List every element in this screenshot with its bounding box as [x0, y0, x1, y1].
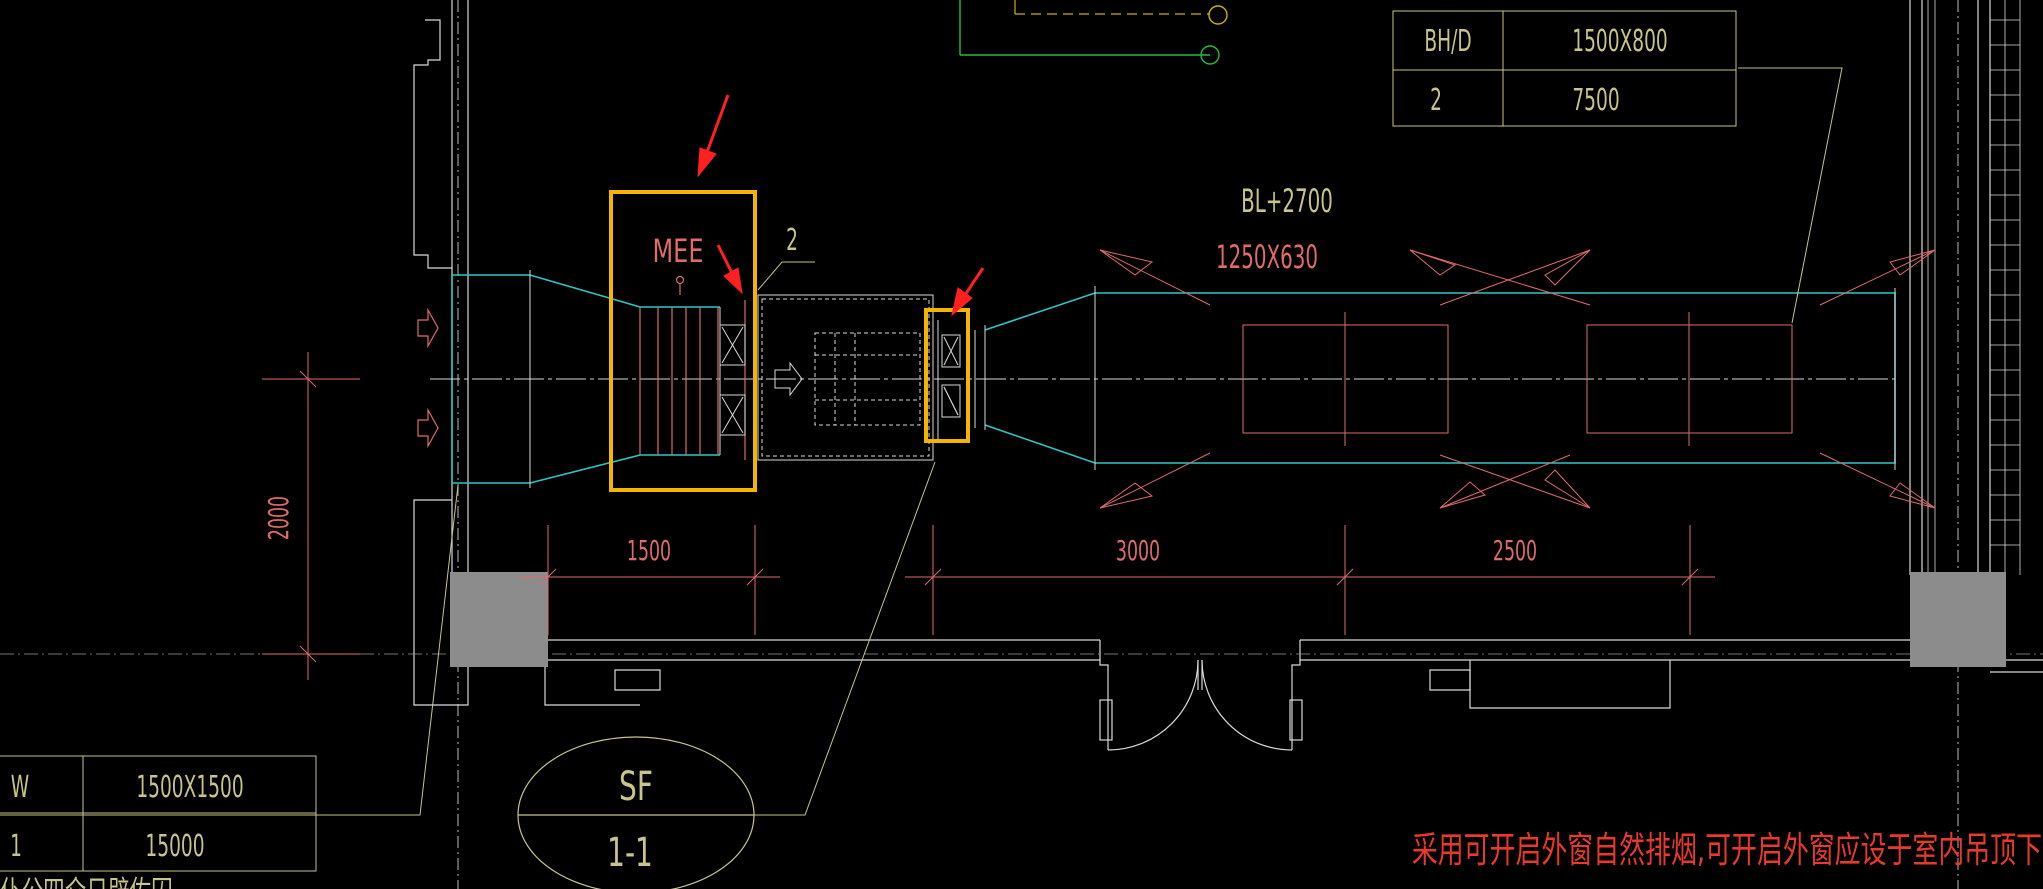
section-top: SF	[619, 764, 653, 810]
red-annotation-arrows	[697, 94, 985, 317]
bottom-left-cn: 仆公四仑日辟佐囚	[0, 876, 173, 889]
section-bottom: 1-1	[607, 830, 653, 876]
duct-table-row-1: 7500	[1572, 82, 1619, 117]
plenum-box	[757, 294, 934, 461]
green-leader	[959, 0, 1228, 65]
column-right	[1910, 572, 2006, 667]
window-size-table	[0, 755, 317, 872]
dim-1500: 1500	[627, 535, 671, 567]
leader-lines	[0, 67, 1843, 816]
duct-table-row-0: 2	[1430, 82, 1442, 117]
dim-vertical: 2000	[263, 496, 295, 540]
duct-table-header-0: BH/D	[1424, 23, 1471, 58]
dim-2500: 2500	[1493, 535, 1537, 567]
diffusers	[1099, 249, 1936, 509]
damper-right	[937, 320, 986, 440]
damper-left	[719, 307, 746, 455]
elevation-label: BL+2700	[1241, 183, 1333, 220]
section-marker	[517, 736, 755, 889]
drawing-text: BH/D 1500X800 2 7500 W 1500X1500 1 15000…	[0, 23, 2042, 889]
highlight-box-mee	[609, 190, 757, 492]
window-table-header-1: 1500X1500	[136, 769, 243, 804]
note-cn: 采用可开启外窗自然排烟,可开启外窗应设于室内吊顶下	[1412, 830, 2042, 871]
window-grid	[1927, 0, 2021, 575]
window-table-row-0: 1	[10, 828, 22, 863]
duct-size-table	[1392, 10, 1737, 127]
highlight-box-damper	[924, 308, 970, 443]
column-left	[450, 572, 548, 667]
equipment-tag: MEE	[652, 233, 703, 270]
window-table-row-1: 15000	[145, 828, 204, 863]
duct-size-label: 1250X630	[1216, 239, 1318, 276]
inlet-arrows	[417, 307, 439, 449]
duct-table-header-1: 1500X800	[1572, 23, 1668, 58]
dimension-lines	[262, 352, 1715, 680]
dim-3000: 3000	[1116, 535, 1160, 567]
window-table-header-0: W	[11, 769, 29, 804]
tag-number: 2	[786, 222, 798, 257]
